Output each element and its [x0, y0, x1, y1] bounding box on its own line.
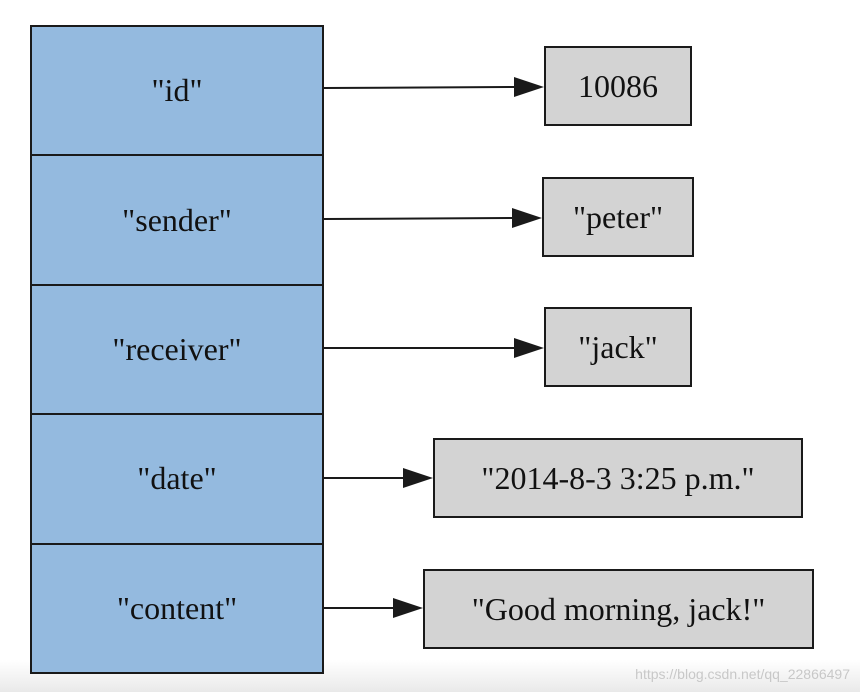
key-cell-id: "id" [32, 27, 322, 157]
key-cell-receiver: "receiver" [32, 286, 322, 416]
arrow-sender [323, 208, 542, 228]
value-box-receiver: "jack" [544, 307, 692, 387]
arrow-content [324, 598, 423, 618]
key-cell-sender: "sender" [32, 156, 322, 286]
value-box-date: "2014-8-3 3:25 p.m." [433, 438, 803, 518]
value-box-content: "Good morning, jack!" [423, 569, 814, 649]
arrow-date [324, 468, 433, 488]
key-cell-date: "date" [32, 415, 322, 545]
arrow-receiver [324, 338, 544, 358]
key-cell-content: "content" [116, 589, 238, 626]
value-box-id: 10086 [544, 46, 692, 126]
value-box-sender: "peter" [542, 177, 694, 257]
hash-keys-table: "id" "sender" "receiver" "date" "content… [30, 25, 324, 674]
arrow-id [323, 77, 544, 97]
watermark-text: https://blog.csdn.net/qq_22866497 [635, 666, 850, 682]
